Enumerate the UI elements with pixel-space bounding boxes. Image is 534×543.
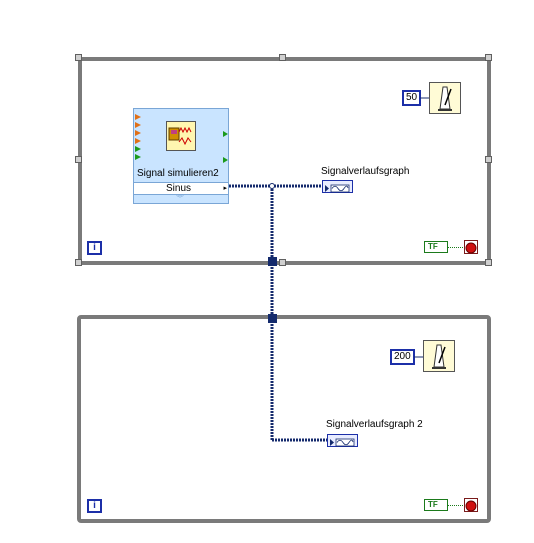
stop-condition-icon-top[interactable] bbox=[464, 240, 478, 254]
while-loop-bottom[interactable] bbox=[77, 315, 491, 523]
iteration-terminal-top[interactable]: i bbox=[87, 241, 102, 255]
resize-handle-tl[interactable] bbox=[75, 54, 82, 61]
graph-label-bottom: Signalverlaufsgraph 2 bbox=[326, 419, 423, 430]
signal-generator-icon bbox=[166, 121, 196, 151]
stop-wire-top bbox=[448, 247, 464, 248]
resize-handle-bl[interactable] bbox=[75, 259, 82, 266]
resize-handle-tm[interactable] bbox=[279, 54, 286, 61]
express-vi-title: Signal simulieren2 bbox=[137, 168, 219, 179]
expand-chevron-icon[interactable]: ︾ bbox=[176, 194, 184, 203]
express-input-arrows bbox=[135, 113, 143, 168]
metronome-icon[interactable] bbox=[429, 82, 461, 114]
stop-boolean-bottom[interactable]: TF bbox=[424, 499, 448, 511]
resize-handle-ml[interactable] bbox=[75, 156, 82, 163]
iteration-terminal-bottom[interactable]: i bbox=[87, 499, 102, 513]
wire-junction bbox=[269, 183, 275, 189]
stop-condition-icon-bottom[interactable] bbox=[464, 498, 478, 512]
wait-constant-bottom[interactable]: 200 bbox=[390, 349, 415, 365]
stop-boolean-bottom-label: TF bbox=[428, 500, 438, 509]
tunnel-top-loop-exit[interactable] bbox=[268, 257, 277, 266]
stop-boolean-top[interactable]: TF bbox=[424, 241, 448, 253]
tunnel-bottom-loop-entry[interactable] bbox=[268, 314, 277, 323]
stop-wire-bottom bbox=[448, 505, 464, 506]
sinus-output-label: Sinus bbox=[166, 183, 192, 194]
resize-handle-br[interactable] bbox=[485, 259, 492, 266]
waveform-graph-terminal-top[interactable] bbox=[322, 180, 353, 193]
express-output-arrows bbox=[223, 131, 229, 170]
stop-boolean-top-label: TF bbox=[428, 242, 438, 251]
resize-handle-tr[interactable] bbox=[485, 54, 492, 61]
sinus-output-terminal[interactable]: Sinus ▸ bbox=[134, 182, 228, 195]
waveform-graph-terminal-bottom[interactable] bbox=[327, 434, 358, 447]
sinus-output-arrow-icon: ▸ bbox=[223, 185, 227, 192]
resize-handle-mr[interactable] bbox=[485, 156, 492, 163]
metronome-icon[interactable] bbox=[423, 340, 455, 372]
resize-handle-bm[interactable] bbox=[279, 259, 286, 266]
wait-constant-top[interactable]: 50 bbox=[402, 90, 422, 106]
graph-label-top: Signalverlaufsgraph bbox=[321, 166, 410, 177]
express-vi-signal-simulieren[interactable]: Signal simulieren2 Sinus ▸ ︾ bbox=[133, 108, 229, 204]
